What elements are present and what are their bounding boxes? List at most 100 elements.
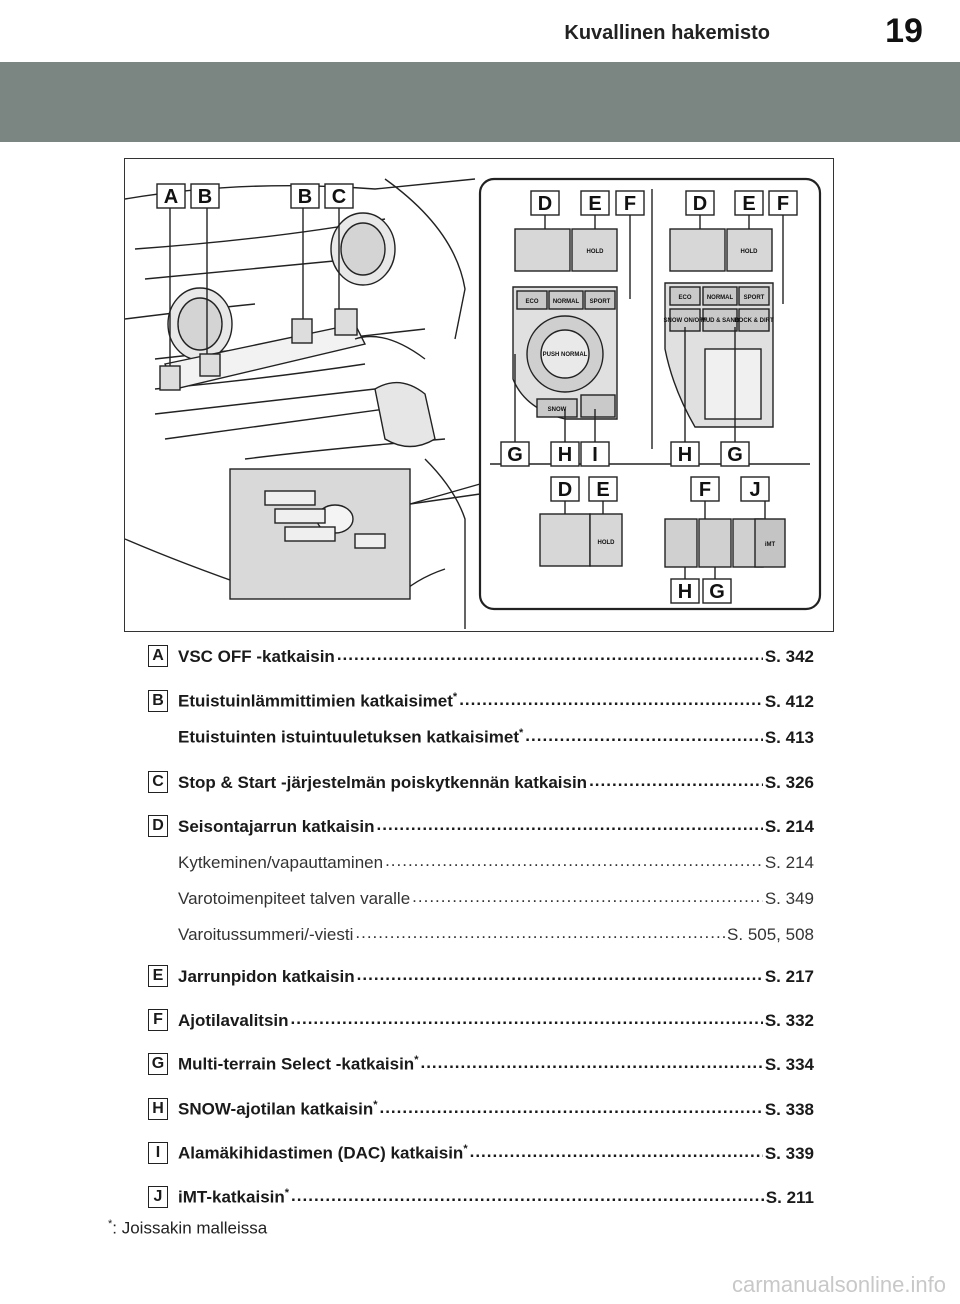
label-hold-3: HOLD xyxy=(598,540,616,546)
index-label: Ajotilavalitsin xyxy=(178,1011,289,1030)
svg-text:E: E xyxy=(588,193,601,215)
label-hold: HOLD xyxy=(587,249,605,255)
label-normal: NORMAL xyxy=(553,299,580,305)
index-label: iMT-katkaisin xyxy=(178,1188,285,1207)
svg-text:H: H xyxy=(678,444,692,466)
callout-panel2-top: D E F xyxy=(685,190,798,216)
footnote-mark: * xyxy=(108,1218,113,1230)
index-letter: E xyxy=(148,965,168,987)
index-label: VSC OFF -katkaisin xyxy=(178,647,335,666)
callout-top-left: A B B C xyxy=(156,183,354,209)
label-eco-2: ECO xyxy=(678,295,691,301)
footnote-mark: * xyxy=(463,1143,468,1156)
index-label: SNOW-ajotilan katkaisin xyxy=(178,1100,374,1119)
page-reference: S. 211 xyxy=(765,1188,814,1207)
index-row-b: B Etuistuinlämmittimien katkaisimet* S. … xyxy=(148,690,814,720)
index-label: Stop & Start -järjestelmän poiskytkennän… xyxy=(178,773,588,792)
page-header xyxy=(0,0,960,58)
callout-panel3-top: D E F J xyxy=(550,476,770,502)
callout-panel1-bottom: G H I xyxy=(500,441,610,467)
index-row-c: C Stop & Start -järjestelmän poiskytkenn… xyxy=(148,771,814,801)
footnote-mark: * xyxy=(452,691,458,704)
callout-panel3-bottom: H G xyxy=(670,578,732,604)
footnote-mark: * xyxy=(284,1187,290,1200)
index-row-d-sub3: Varoitussummeri/-viesti S. 505, 508 xyxy=(148,923,814,953)
label-hold-2: HOLD xyxy=(741,249,759,255)
svg-text:E: E xyxy=(742,193,755,215)
index-row-g: G Multi-terrain Select -katkaisin* S. 33… xyxy=(148,1053,814,1083)
index-label: Jarrunpidon katkaisin xyxy=(178,967,355,986)
label-mud-sand: MUD & SAND xyxy=(701,318,740,324)
svg-text:A: A xyxy=(164,186,178,208)
svg-text:C: C xyxy=(332,186,346,208)
svg-text:F: F xyxy=(699,479,711,501)
footnote-mark: * xyxy=(414,1054,419,1067)
label-rock-dirt: ROCK & DIRT xyxy=(734,318,774,324)
footnote-mark: * xyxy=(373,1099,378,1112)
svg-text:F: F xyxy=(777,193,789,215)
footnote-mark: * xyxy=(519,727,524,740)
index-letter: J xyxy=(148,1186,168,1208)
footnote-text: : Joissakin malleissa xyxy=(112,1218,268,1238)
svg-text:J: J xyxy=(749,479,760,501)
index-letter: H xyxy=(148,1098,168,1120)
index-row-j: J iMT-katkaisin* S. 211 xyxy=(148,1186,814,1216)
leader-dots xyxy=(385,851,763,868)
index-letter: F xyxy=(148,1009,168,1031)
page-reference: S. 217 xyxy=(764,967,814,986)
leader-dots xyxy=(420,1053,762,1070)
index-letter: C xyxy=(148,771,168,793)
svg-text:D: D xyxy=(538,193,552,215)
index-row-d: D Seisontajarrun katkaisin S. 214 xyxy=(148,815,814,845)
leader-dots xyxy=(291,1186,764,1203)
label-eco: ECO xyxy=(525,299,538,305)
index-label: Varotoimenpiteet talven varalle xyxy=(178,889,411,908)
page-reference: S. 413 xyxy=(764,728,814,747)
leader-dots xyxy=(337,645,763,662)
leader-dots xyxy=(357,965,763,982)
page-reference: S. 349 xyxy=(764,889,814,908)
callout-panel2-bottom: H G xyxy=(670,441,750,467)
leader-dots xyxy=(379,1098,762,1115)
section-title: Kuvallinen hakemisto xyxy=(564,22,770,44)
index-letter: B xyxy=(148,690,168,712)
leader-dots xyxy=(525,726,763,743)
page-reference: S. 505, 508 xyxy=(727,925,814,944)
svg-text:G: G xyxy=(507,444,523,466)
watermark: carmanualsonline.info xyxy=(731,1272,946,1297)
index-row-i: I Alamäkihidastimen (DAC) katkaisin* S. … xyxy=(148,1142,814,1172)
label-sport: SPORT xyxy=(590,299,611,305)
page-reference: S. 412 xyxy=(764,692,814,711)
index-label: Multi-terrain Select -katkaisin xyxy=(178,1055,415,1074)
index-label: Etuistuinten istuintuuletuksen katkaisim… xyxy=(178,728,520,747)
svg-text:D: D xyxy=(693,193,707,215)
leader-dots xyxy=(291,1009,763,1026)
svg-text:B: B xyxy=(298,186,312,208)
index-label: Etuistuinlämmittimien katkaisimet xyxy=(178,692,453,711)
svg-text:G: G xyxy=(709,581,725,603)
label-snow-onoff: SNOW ON/OFF xyxy=(664,318,707,324)
svg-text:D: D xyxy=(558,479,572,501)
page-reference: S. 342 xyxy=(764,647,814,666)
leader-dots xyxy=(470,1142,763,1159)
svg-text:I: I xyxy=(592,444,598,466)
index-row-d-sub1: Kytkeminen/vapauttaminen S. 214 xyxy=(148,851,814,881)
index-row-e: E Jarrunpidon katkaisin S. 217 xyxy=(148,965,814,995)
page-reference: S. 334 xyxy=(764,1055,814,1074)
index-letter: G xyxy=(148,1053,168,1075)
index-label: Varoitussummeri/-viesti xyxy=(178,925,354,944)
index-letter: D xyxy=(148,815,168,837)
label-normal-2: NORMAL xyxy=(707,295,734,301)
index-row-f: F Ajotilavalitsin S. 332 xyxy=(148,1009,814,1039)
label-sport-2: SPORT xyxy=(744,295,765,301)
svg-text:G: G xyxy=(727,444,743,466)
page-number: 19 xyxy=(848,0,960,62)
svg-text:F: F xyxy=(624,193,636,215)
index-label: Alamäkihidastimen (DAC) katkaisin xyxy=(178,1144,464,1163)
index-letter: I xyxy=(148,1142,168,1164)
index-letter: A xyxy=(148,645,168,667)
leader-dots xyxy=(459,690,763,707)
callout-panel1-top: D E F xyxy=(530,190,645,216)
label-snow: SNOW xyxy=(548,407,567,413)
leader-dots xyxy=(412,887,763,904)
